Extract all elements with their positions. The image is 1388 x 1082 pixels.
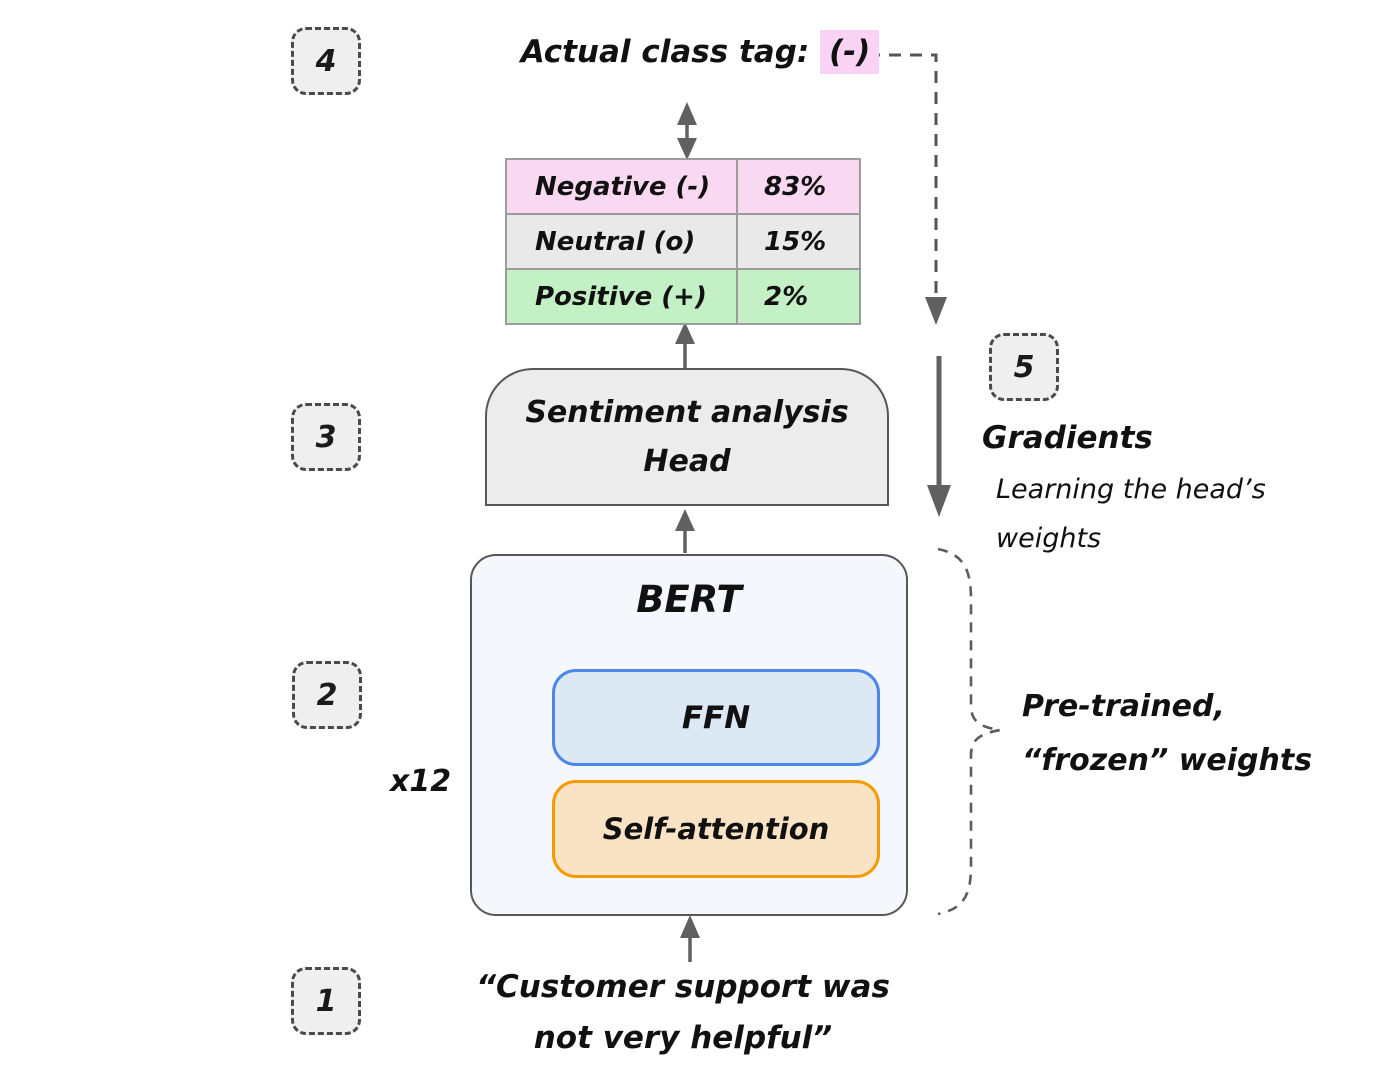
arrow-head-to-table	[675, 322, 695, 368]
negative-label: Negative (-)	[507, 160, 738, 213]
head-box-line2: Head	[643, 444, 731, 479]
gradients-annotation: Gradients Learning the head’s weights	[982, 420, 1266, 563]
step-5-number: 5	[1013, 349, 1035, 385]
bert-title: BERT	[636, 578, 742, 621]
actual-class-title: Actual class tag: (-)	[420, 30, 980, 74]
table-row-positive: Positive (+) 2%	[507, 270, 859, 323]
negative-value: 83%	[764, 171, 827, 202]
gradients-subtitle-line2: weights	[996, 522, 1102, 554]
sentiment-analysis-head-box: Sentiment analysis Head	[485, 368, 889, 506]
ffn-box: FFN	[552, 669, 880, 766]
step-badge-1: 1	[291, 967, 361, 1035]
class-probability-table: Negative (-) 83% Neutral (o) 15% Positiv…	[505, 158, 861, 325]
positive-value: 2%	[764, 281, 809, 312]
gradients-title: Gradients	[982, 420, 1153, 456]
step-badge-3: 3	[291, 403, 361, 471]
x12-repeat-label: x12	[390, 764, 452, 799]
frozen-note-line2: “frozen” weights	[1022, 743, 1313, 778]
dashed-connector-tag-gradients	[868, 53, 947, 325]
neutral-value: 15%	[764, 226, 827, 257]
arrow-bert-to-head	[675, 509, 695, 553]
step-2-number: 2	[316, 677, 338, 713]
step-3-number: 3	[315, 419, 337, 455]
arrow-input-to-bert	[680, 915, 700, 962]
gradients-arrow	[927, 356, 951, 517]
gradients-subtitle: Learning the head’s weights	[982, 466, 1266, 563]
actual-class-tag: (-)	[820, 30, 880, 74]
positive-label: Positive (+)	[507, 270, 738, 323]
frozen-note-line1: Pre-trained,	[1022, 689, 1225, 724]
gradients-subtitle-line1: Learning the head’s	[996, 474, 1266, 505]
step-badge-4: 4	[291, 27, 361, 95]
step-4-number: 4	[315, 43, 337, 79]
ffn-label: FFN	[681, 699, 751, 736]
step-1-number: 1	[315, 983, 337, 1019]
step-badge-5: 5	[989, 333, 1059, 401]
self-attention-label: Self-attention	[602, 812, 830, 846]
actual-class-label: Actual class tag:	[520, 34, 810, 70]
frozen-weights-annotation: Pre-trained, “frozen” weights	[1022, 680, 1312, 788]
table-row-negative: Negative (-) 83%	[507, 160, 859, 215]
input-sentence-line1: “Customer support was	[476, 969, 890, 1005]
head-box-line1: Sentiment analysis	[525, 394, 849, 430]
table-row-neutral: Neutral (o) 15%	[507, 215, 859, 270]
double-arrow-tag-table	[677, 102, 697, 160]
input-sentence: “Customer support was not very helpful”	[433, 962, 933, 1064]
step-badge-2: 2	[292, 661, 362, 729]
self-attention-box: Self-attention	[552, 780, 880, 878]
neutral-label: Neutral (o)	[507, 215, 738, 268]
input-sentence-line2: not very helpful”	[533, 1020, 833, 1057]
frozen-weights-brace	[937, 547, 1001, 916]
